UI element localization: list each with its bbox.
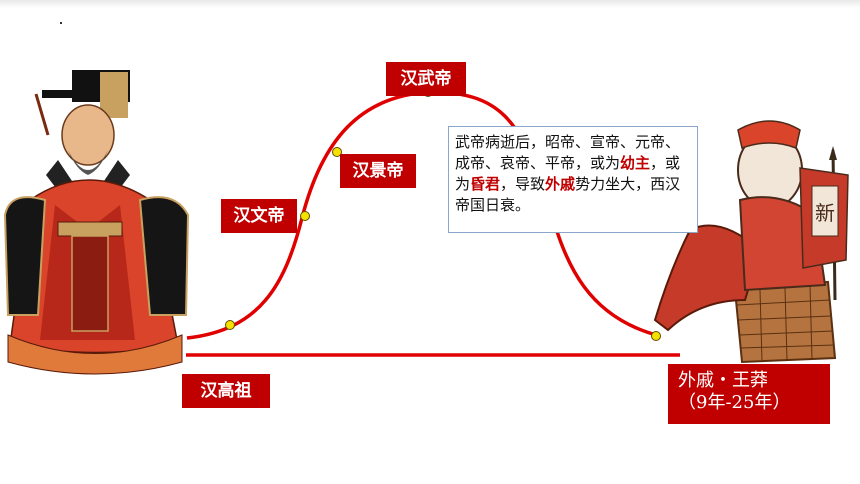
banner-glyph: 新 xyxy=(815,201,835,225)
point-gaozu xyxy=(225,320,235,330)
wangmang-caricature: 新 xyxy=(653,120,849,364)
point-wangmang xyxy=(651,331,661,341)
label-wang-mang: 外戚・王莽 （9年-25年） xyxy=(668,364,830,424)
point-jingdi xyxy=(332,147,342,157)
note-highlight-fatuous-ruler: 昏君 xyxy=(470,175,501,193)
corner-mark xyxy=(60,22,62,24)
label-han-jingdi: 汉景帝 xyxy=(340,154,416,188)
note-highlight-consort-clan: 外戚 xyxy=(545,175,576,193)
label-han-gaozu: 汉高祖 xyxy=(182,374,270,408)
note-text-3: ，导致 xyxy=(500,175,546,193)
label-han-wendi: 汉文帝 xyxy=(221,199,297,233)
wangmang-title: 外戚・王莽 xyxy=(678,370,768,391)
note-text-1: 武帝病逝后，昭帝、宣帝、元帝、成帝、哀帝、平帝，或为 xyxy=(455,133,681,172)
note-highlight-young-ruler: 幼主 xyxy=(620,154,651,172)
emperor-figure xyxy=(3,70,190,375)
wangmang-years: （9年-25年） xyxy=(678,392,791,413)
note-text-4: 势力坐大，西汉帝国日衰。 xyxy=(455,175,681,214)
top-shade xyxy=(0,0,860,8)
point-wendi xyxy=(300,211,310,221)
decline-note: 武帝病逝后，昭帝、宣帝、元帝、成帝、哀帝、平帝，或为幼主，或为昏君，导致外戚势力… xyxy=(448,126,698,233)
label-han-wudi: 汉武帝 xyxy=(386,62,466,96)
note-text-2: ，或为 xyxy=(455,154,681,193)
